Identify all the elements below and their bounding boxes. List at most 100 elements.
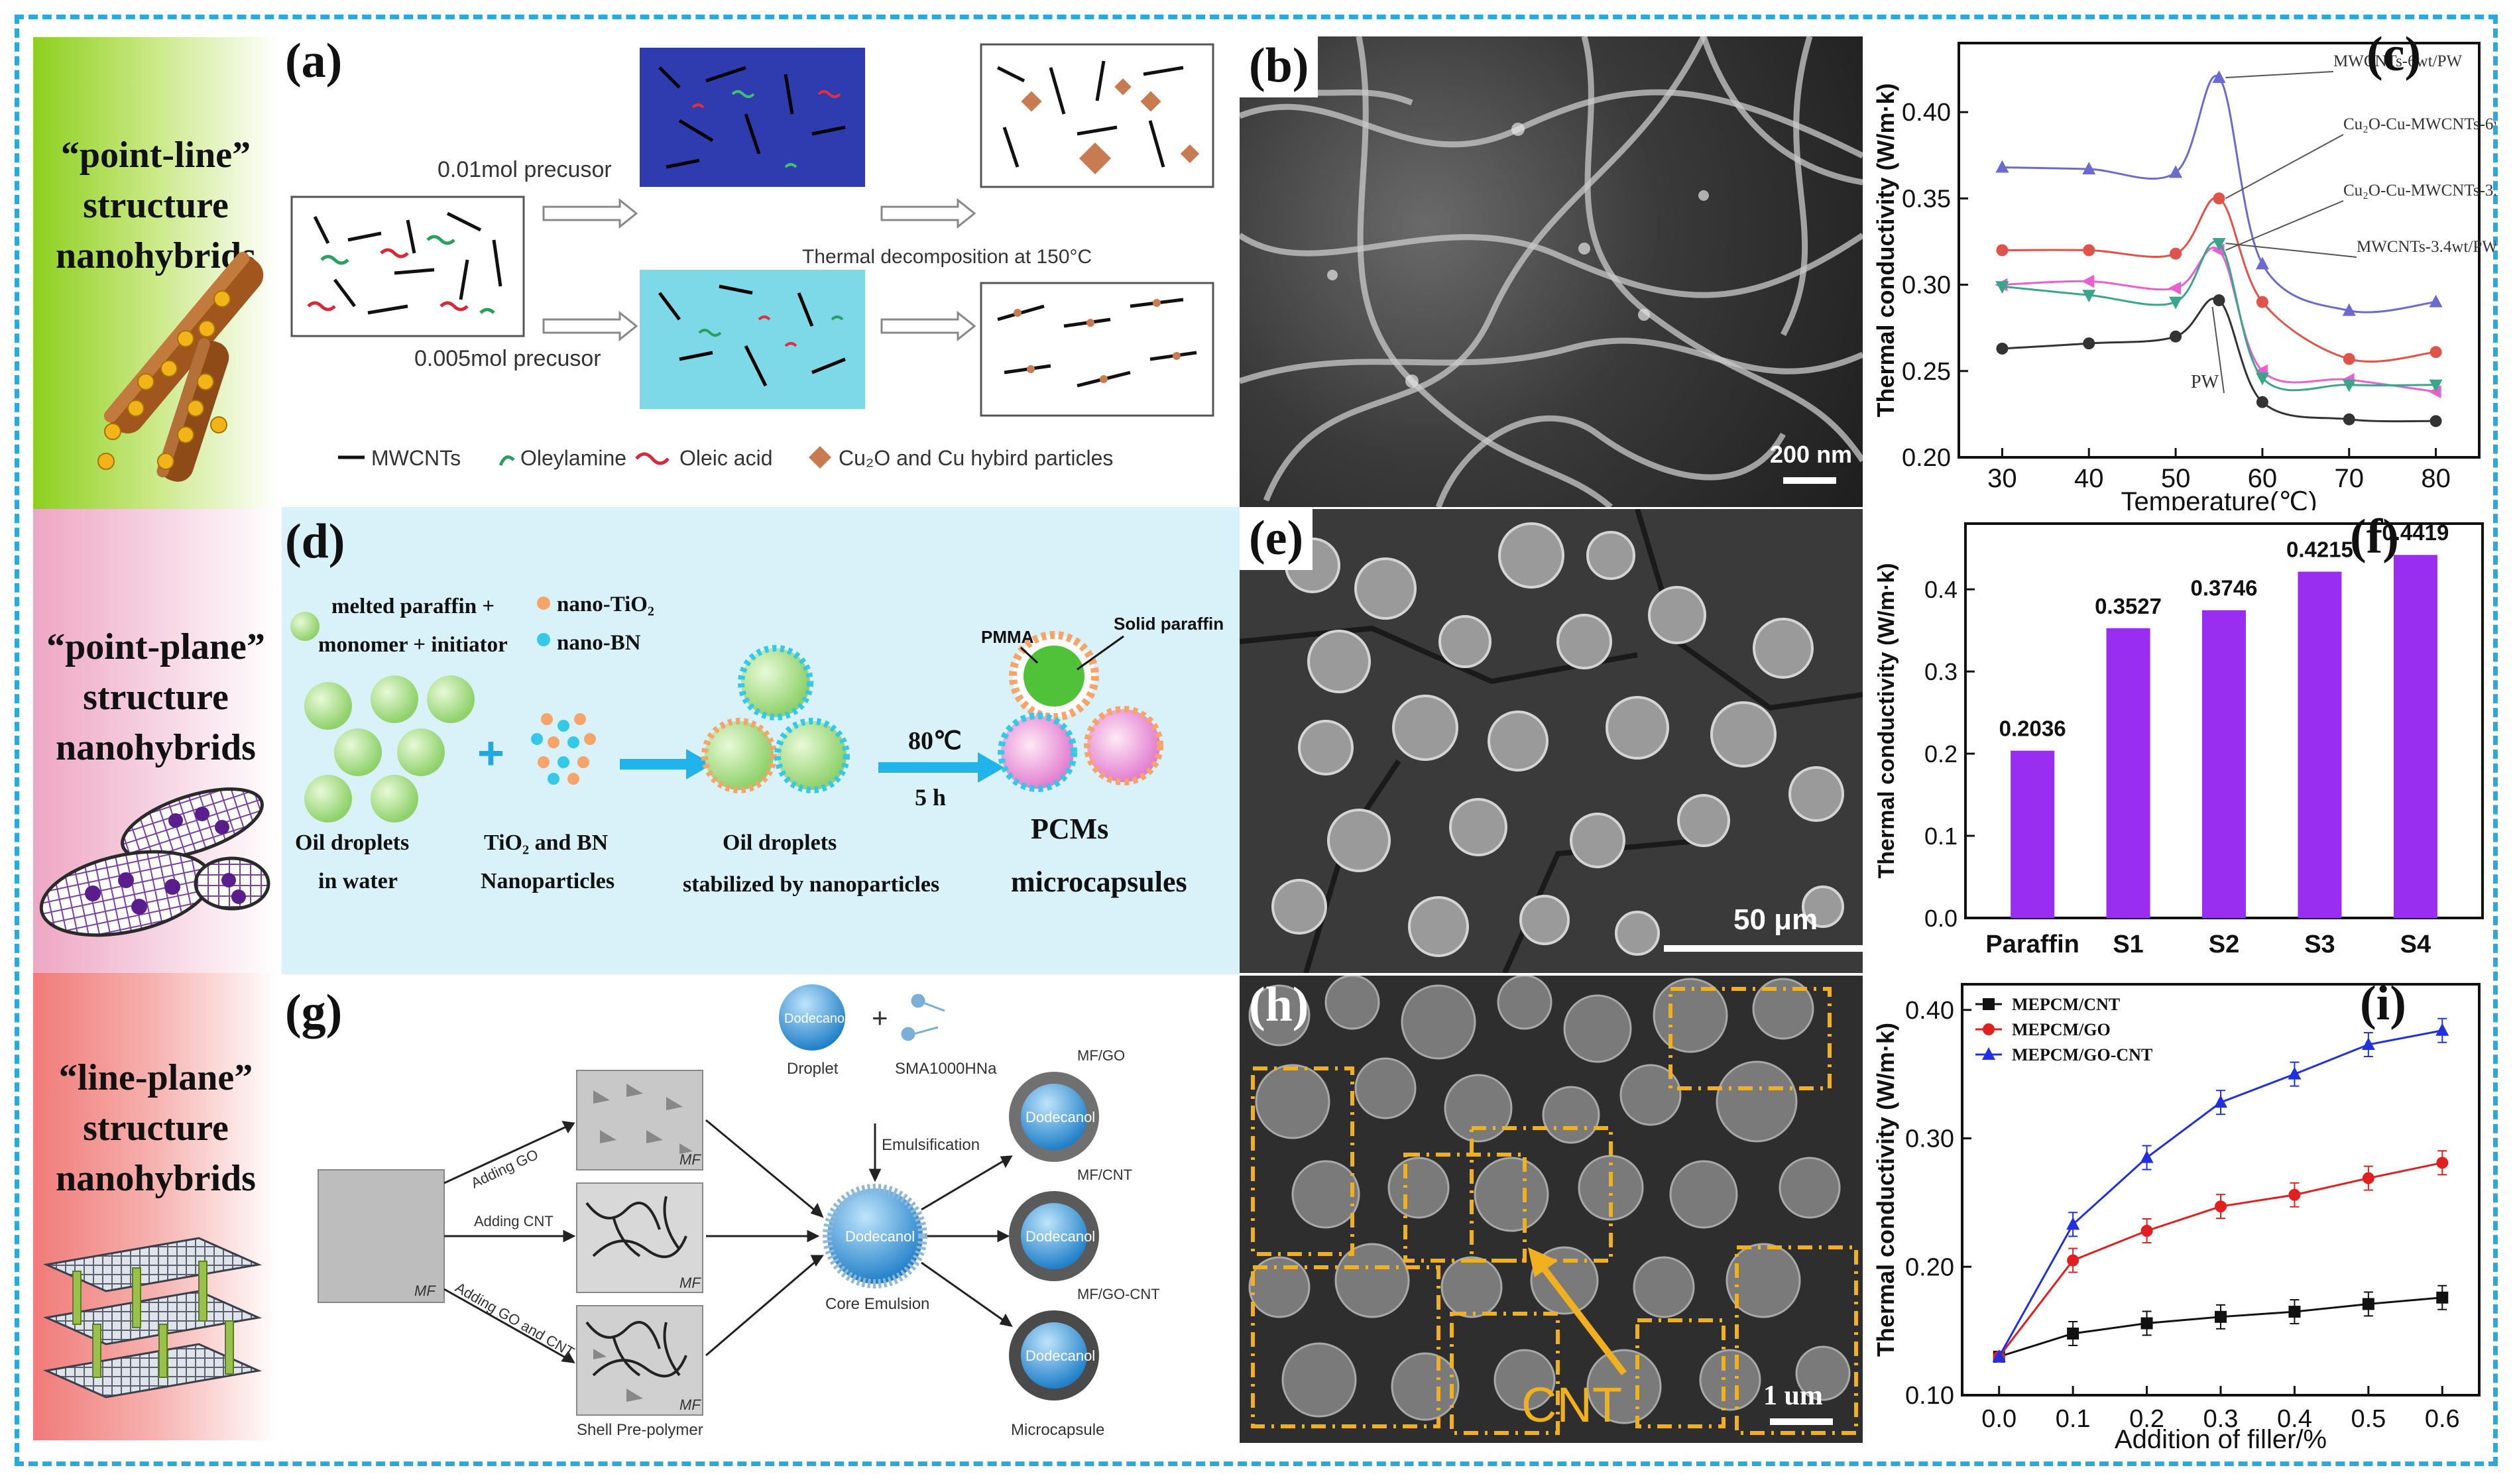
panel-a-decomposition: Thermal decomposition at 150°C — [802, 246, 1092, 268]
panel-d-nanoparticles-1: TiO₂ and BN — [484, 830, 609, 855]
band-point-plane-nanohybrids: nanohybrids — [56, 727, 256, 768]
panel-g-adding-go: Adding GO — [469, 1146, 541, 1192]
chart-f-value-label: 0.4215 — [2286, 538, 2353, 562]
panel-g-dodecanol-core: Dodecanol — [845, 1228, 915, 1245]
panel-g-capsule-mfgocnt: MF/GO-CNT — [1077, 1286, 1160, 1302]
band-line-plane-label: “line-plane” — [58, 1057, 253, 1098]
chart-c-series-label-2: Cu₂O-Cu-MWCNTs-3.4wt/PW — [2343, 182, 2496, 200]
chart-i-point — [2140, 1225, 2153, 1237]
panel-h-scale-bar — [1770, 1418, 1833, 1425]
chart-c-callout-line — [2225, 243, 2357, 258]
band-point-plane: “point-plane” structure nanohybrids — [33, 509, 278, 973]
chart-f-value-label: 0.4419 — [2382, 520, 2449, 545]
chart-c-point — [2255, 257, 2269, 270]
panel-g-mf-go: MF — [679, 1151, 701, 1168]
panel-b-scale-label: 200 nm — [1770, 441, 1853, 468]
legend-cu-particles: Cu₂O and Cu hybird particles — [839, 446, 1113, 470]
panel-g-capsule-mfgo: MF/GO — [1077, 1047, 1125, 1064]
panel-d-schematic: melted paraffin + monomer + initiator na… — [282, 507, 1240, 974]
panel-a-precursor-high: 0.01mol precusor — [438, 157, 612, 182]
chart-c-point — [2169, 296, 2183, 310]
chart-c-xtick-label: 70 — [2335, 464, 2365, 493]
panel-g-shell: Shell Pre-polymer — [577, 1421, 703, 1439]
chart-c-point — [2429, 379, 2443, 392]
panel-e-scale-label: 50 μm — [1733, 903, 1818, 936]
chart-c-series-label-0: MWCNTs-6wt/PW — [2333, 52, 2462, 70]
chart-c-ytick-label: 0.35 — [1902, 185, 1951, 213]
chart-c-series-label-4: PW — [2191, 372, 2219, 392]
chart-f-bar — [2011, 750, 2055, 918]
panel-g-capsule-mfcnt: MF/CNT — [1077, 1167, 1132, 1183]
panel-g-droplet: Droplet — [787, 1060, 839, 1078]
chart-i-point — [2066, 1217, 2080, 1230]
chart-c-point — [2081, 274, 2095, 288]
chart-f-ytick-label: 0.1 — [1924, 823, 1958, 850]
chart-f-category-label: Paraffin — [1985, 931, 2079, 958]
panel-label-g: (g) — [285, 985, 343, 1039]
chart-c-xtick-label: 60 — [2248, 464, 2278, 493]
chart-i-legend-label-1: MEPCM/GO — [2012, 1020, 2111, 1039]
panel-label-e: (e) — [1240, 509, 1313, 570]
chart-c-point — [2429, 294, 2443, 308]
panel-g-mf-cnt: MF — [679, 1275, 701, 1291]
panel-g-adding-gocnt: Adding GO and CNT — [453, 1279, 577, 1361]
panel-d-oil-droplets: Oil droplets — [295, 830, 409, 855]
chart-i-point — [2435, 1023, 2449, 1036]
band-point-line-structure: structure — [83, 185, 229, 226]
panel-g-schematic: MF MF MF MF Adding GO Adding CNT Adding … — [318, 984, 1160, 1439]
band-point-plane-structure: structure — [83, 677, 229, 718]
chart-i-xtick-label: 0.2 — [2129, 1405, 2164, 1433]
chart-f-bar — [2298, 571, 2342, 918]
panel-label-a: (a) — [285, 34, 343, 88]
panel-e-sem-image: (e) 50 μm — [1240, 509, 1863, 973]
chart-i-ytick-label: 0.40 — [1905, 997, 1954, 1025]
chart-c-point — [1996, 244, 2009, 257]
chart-i-xlabel: Addition of filler/% — [2115, 1425, 2327, 1448]
chart-i-point — [1992, 1349, 2006, 1362]
panel-label-h: (h) — [1249, 978, 1309, 1032]
chart-f-category-label: S4 — [2400, 931, 2431, 958]
chart-f-category-label: S1 — [2113, 931, 2143, 958]
panel-d-stabilized-2: stabilized by nanoparticles — [683, 872, 939, 897]
chart-c-ytick-label: 0.40 — [1902, 99, 1951, 127]
panel-d-microcapsules: microcapsules — [1011, 866, 1187, 898]
chart-i-ytick-label: 0.20 — [1905, 1253, 1954, 1281]
band-line-plane-structure: structure — [83, 1108, 229, 1149]
panel-d-solid-paraffin: Solid paraffin — [1114, 614, 1224, 634]
chart-i-point — [2215, 1310, 2227, 1323]
chart-c-point — [1995, 281, 2009, 294]
chart-c-callout-line — [2211, 306, 2225, 394]
chart-c-ytick-label: 0.20 — [1902, 444, 1951, 472]
chart-i-point — [2214, 1095, 2227, 1108]
panel-g-droplet-core: Dodecanol — [784, 1011, 848, 1026]
panel-d-nano-bn: nano-BN — [557, 631, 641, 655]
panel-d-nano-tio2: nano-TiO₂ — [557, 593, 654, 616]
chart-c-xtick-label: 50 — [2161, 464, 2191, 493]
chart-f-value-label: 0.2036 — [1999, 716, 2066, 741]
chart-i-point — [2067, 1254, 2079, 1267]
chart-c-point — [2212, 70, 2226, 84]
panel-a-precursor-low: 0.005mol precusor — [414, 346, 601, 371]
panel-label-b: (b) — [1240, 36, 1318, 97]
panel-g-core-emulsion: Core Emulsion — [825, 1295, 929, 1313]
plus-icon: + — [477, 727, 504, 779]
chart-f-value-label: 0.3527 — [2095, 594, 2162, 618]
chart-i-xtick-label: 0.6 — [2425, 1405, 2460, 1433]
panel-d-stabilized-1: Oil droplets — [723, 830, 837, 855]
chart-c-point — [2429, 415, 2442, 428]
legend-oleic-acid: Oleic acid — [679, 446, 773, 470]
band-point-line-label: “point-line” — [60, 135, 251, 176]
panel-label-i: (i) — [2360, 976, 2406, 1031]
panel-e-scale-bar — [1664, 945, 1863, 952]
panel-d-temp: 80℃ — [908, 727, 962, 755]
panel-g-adding-cnt: Adding CNT — [474, 1213, 554, 1229]
chart-c-point — [1996, 342, 2009, 355]
legend-mwcnts: MWCNTs — [371, 446, 461, 470]
chart-c-point — [1995, 160, 2009, 173]
panel-g-capsule2-core: Dodecanol — [1025, 1228, 1095, 1245]
chart-c-series-line-3 — [2002, 241, 2436, 392]
sphere-texture — [1248, 976, 1858, 1435]
chart-c-point — [2170, 330, 2182, 343]
